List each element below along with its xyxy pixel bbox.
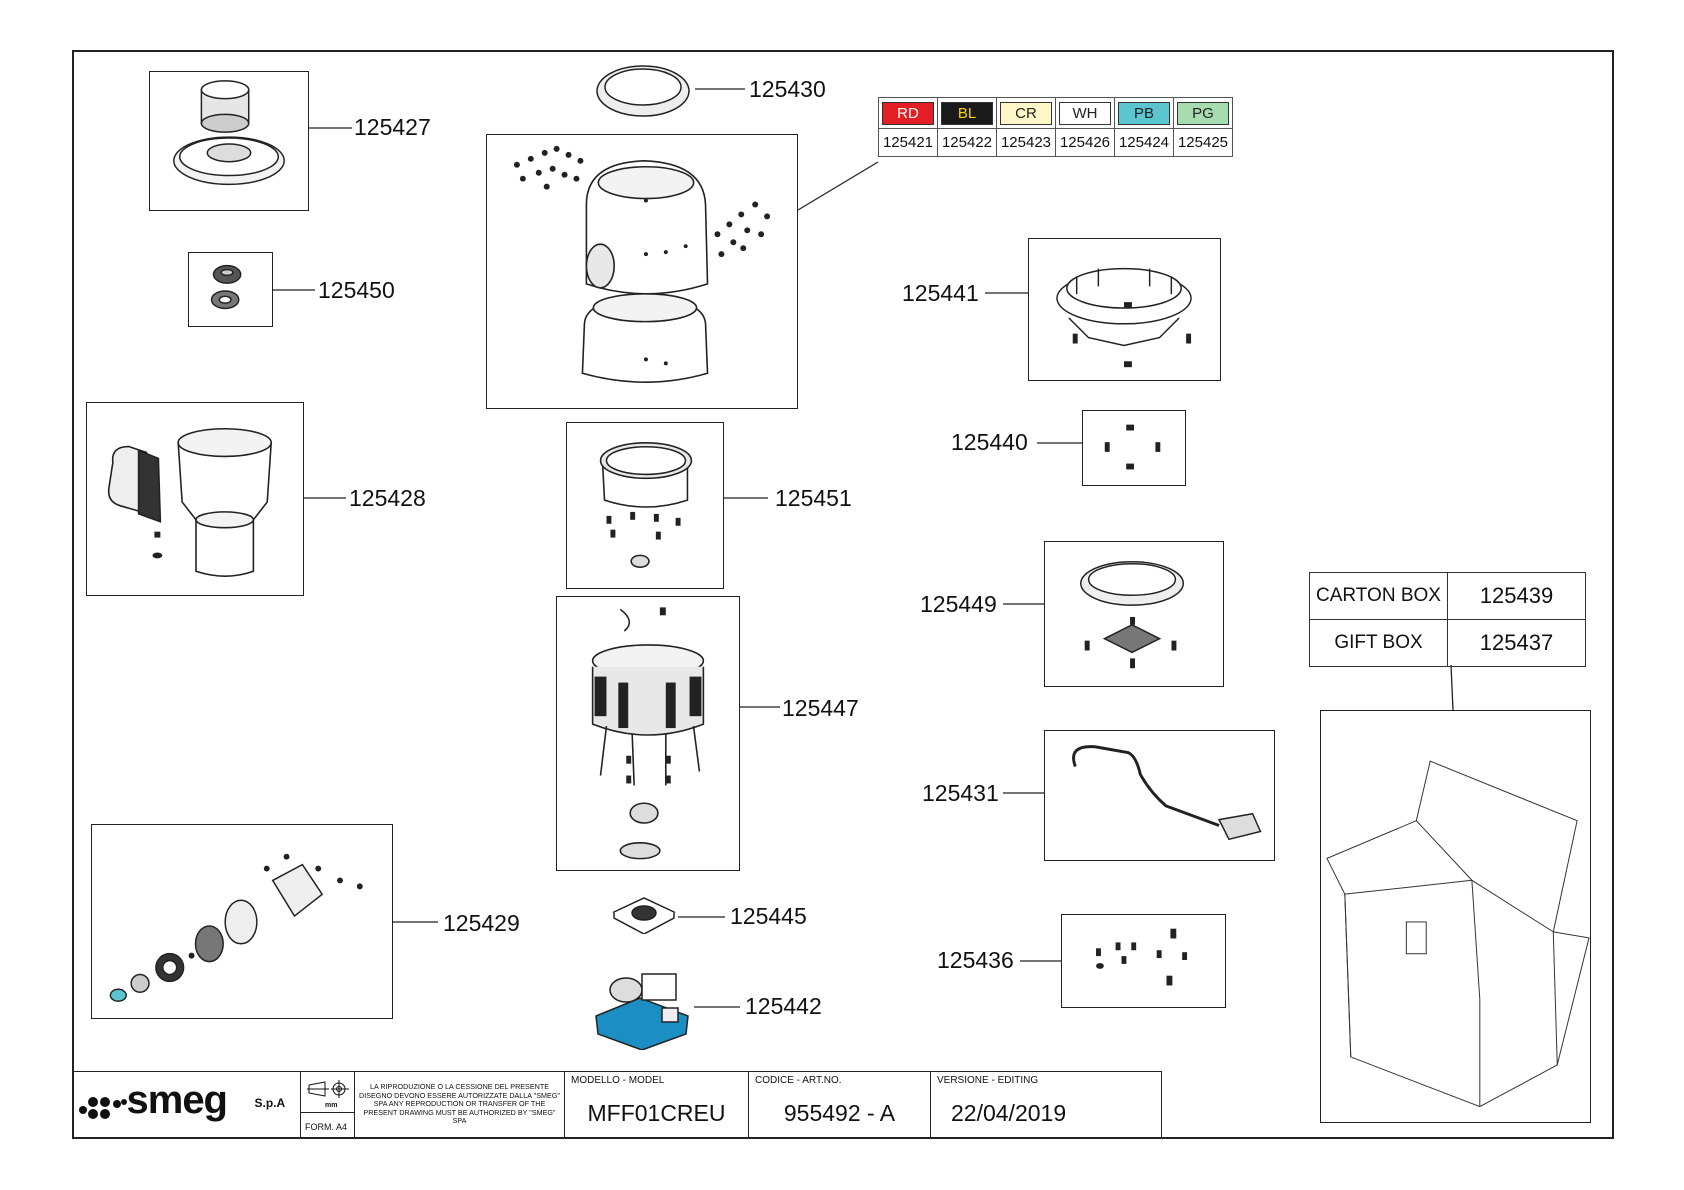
part-number-125436: 125436 [937, 947, 1014, 973]
smeg-dots-icon [78, 1097, 127, 1119]
part-number-125442: 125442 [745, 993, 822, 1019]
color-part-number: 125423 [996, 128, 1056, 157]
unit-divider [301, 1112, 354, 1113]
color-swatch-cell: PB [1114, 97, 1174, 129]
part-box-125449 [1044, 541, 1224, 687]
color-part-number: 125424 [1114, 128, 1174, 157]
part-box-125440 [1082, 410, 1186, 486]
color-code-pb: PB [1118, 101, 1170, 125]
power-cord-drawing [1072, 745, 1262, 841]
color-code-wh: WH [1059, 101, 1111, 125]
part-number-125441: 125441 [902, 280, 979, 306]
color-swatch-cell: PG [1173, 97, 1233, 129]
model-value: MFF01CREU [587, 1100, 726, 1126]
packaging-label: CARTON BOX [1309, 572, 1448, 620]
bowl-handle-drawing [107, 427, 273, 577]
logo-cell: smeg S.p.A [71, 1072, 300, 1139]
color-part-number: 125422 [937, 128, 997, 157]
gear-seal-drawing [210, 264, 242, 310]
color-code-cr: CR [1000, 101, 1052, 125]
base-ring-drawing [1056, 267, 1192, 368]
unit-cell: mm FORM. A4 [300, 1072, 354, 1139]
part-number-125429: 125429 [443, 910, 520, 936]
motor-frame-drawing [591, 607, 705, 860]
part-box-125429 [91, 824, 393, 1019]
part-number-125431: 125431 [922, 780, 999, 806]
part-number-125449: 125449 [920, 591, 997, 617]
body-shell-box [486, 134, 798, 409]
packaging-part: 125439 [1447, 572, 1586, 620]
model-cell: MODELLO - MODEL MFF01CREU [564, 1072, 748, 1139]
title-block: smeg S.p.A mm FORM. A4 LA RIPRODUZIONE O… [72, 1071, 1162, 1139]
body-shell-drawing [513, 145, 771, 383]
color-part-number: 125426 [1055, 128, 1115, 157]
packaging-row: GIFT BOX 125437 [1309, 619, 1586, 667]
color-swatch-row: RD BL CR WH PB PG [878, 97, 1233, 129]
color-swatch-cell: BL [937, 97, 997, 129]
part-number-125427: 125427 [354, 114, 431, 140]
part-number-125428: 125428 [349, 485, 426, 511]
model-label: MODELLO - MODEL [571, 1075, 665, 1086]
motor-support-drawing [1080, 560, 1185, 669]
part-box-125431 [1044, 730, 1275, 861]
part-number-125440: 125440 [951, 429, 1028, 455]
color-part-number: 125421 [878, 128, 938, 157]
packaging-table: CARTON BOX 125439 GIFT BOX 125437 [1309, 572, 1586, 667]
company-suffix: S.p.A [254, 1096, 286, 1110]
part-number-125450: 125450 [318, 277, 395, 303]
screw-kit-drawing [1096, 928, 1188, 986]
part-number-125447: 125447 [782, 695, 859, 721]
projection-symbol-icon [307, 1080, 349, 1098]
notice-cell: LA RIPRODUZIONE O LA CESSIONE DEL PRESEN… [354, 1072, 564, 1139]
packaging-part: 125437 [1447, 619, 1586, 667]
color-swatch-cell: RD [878, 97, 938, 129]
reproduction-notice: LA RIPRODUZIONE O LA CESSIONE DEL PRESEN… [359, 1082, 560, 1126]
part-box-125441 [1028, 238, 1221, 381]
version-value: 22/04/2019 [951, 1100, 1067, 1126]
format-label: FORM. A4 [305, 1122, 348, 1132]
part-number-125430: 125430 [749, 76, 826, 102]
part-box-125427 [149, 71, 309, 211]
part-box-125451 [566, 422, 724, 589]
carton-box-frame [1320, 710, 1591, 1123]
lid-cap-drawing [173, 80, 285, 186]
part-box-125436 [1061, 914, 1226, 1008]
packaging-row: CARTON BOX 125439 [1309, 572, 1586, 620]
color-swatch-cell: WH [1055, 97, 1115, 129]
pcb-drawing [595, 973, 689, 1050]
unit-label: mm [325, 1102, 338, 1109]
packaging-label: GIFT BOX [1309, 619, 1448, 667]
part-number-125451: 125451 [775, 485, 852, 511]
code-label: CODICE - ART.NO. [755, 1075, 842, 1086]
version-cell: VERSIONE - EDITING 22/04/2019 [930, 1072, 1160, 1139]
company-logo-text: smeg [126, 1078, 228, 1122]
color-code-bl: BL [941, 101, 993, 125]
part-box-125450 [188, 252, 273, 327]
color-part-number: 125425 [1173, 128, 1233, 157]
fan-drawing [612, 897, 676, 934]
color-swatch-cell: CR [996, 97, 1056, 129]
code-cell: CODICE - ART.NO. 955492 - A [748, 1072, 930, 1139]
version-label: VERSIONE - EDITING [937, 1075, 1039, 1086]
drive-assembly-drawing [109, 853, 363, 1002]
bowl-ring-drawing [596, 65, 690, 117]
part-box-125428 [86, 402, 304, 596]
code-value: 955492 - A [783, 1100, 896, 1126]
color-code-rd: RD [882, 101, 934, 125]
coupling-drawing [599, 442, 693, 568]
drawing-frame [72, 50, 1614, 1139]
screws-125440-drawing [1104, 424, 1161, 470]
part-number-125445: 125445 [730, 903, 807, 929]
color-code-pg: PG [1177, 101, 1229, 125]
carton-box-drawing [1326, 760, 1590, 1108]
part-box-125447 [556, 596, 740, 871]
